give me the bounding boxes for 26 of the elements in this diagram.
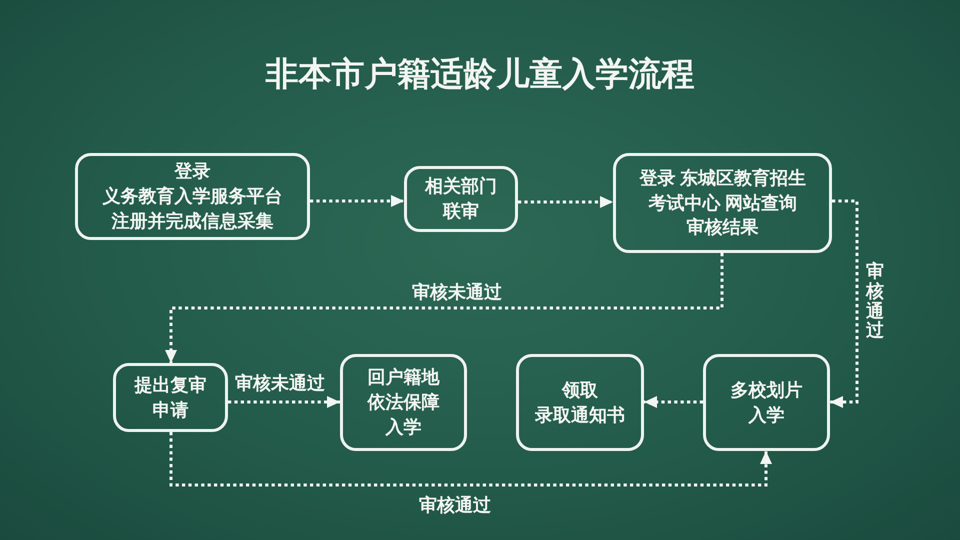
rounded-box [613,153,832,253]
rounded-box [404,166,518,232]
edge-label: 审核未通过 [412,281,502,304]
dotted-arrow [228,396,340,408]
dotted-arrow [518,196,613,208]
edge-label: 审核未通过 [235,372,325,395]
step-text: 提出复审申请 [134,374,206,422]
step-text: 领取录取通知书 [535,378,625,426]
step-text: 登录义务教育入学服务平台注册并完成信息采集 [102,160,282,233]
dotted-arrow [310,195,404,207]
dotted-arrow [170,432,772,486]
rounded-box [340,354,467,451]
edge-label: 审核通过 [866,262,884,342]
diagram-title: 非本市户籍适龄儿童入学流程 [266,55,694,95]
step-text: 多校划片入学 [730,378,802,426]
step-text: 相关部门联审 [425,175,497,223]
dotted-arrow [644,396,703,408]
rounded-box [75,153,310,240]
rounded-box [516,354,644,451]
dotted-arrow [830,200,858,408]
dotted-arrow [165,253,724,363]
rounded-box [703,354,830,451]
step-text: 回户籍地依法保障入学 [368,366,440,439]
rounded-box [113,363,228,432]
step-text: 登录 东城区教育招生考试中心 网站查询审核结果 [639,166,806,240]
edge-label: 审核通过 [419,494,491,517]
